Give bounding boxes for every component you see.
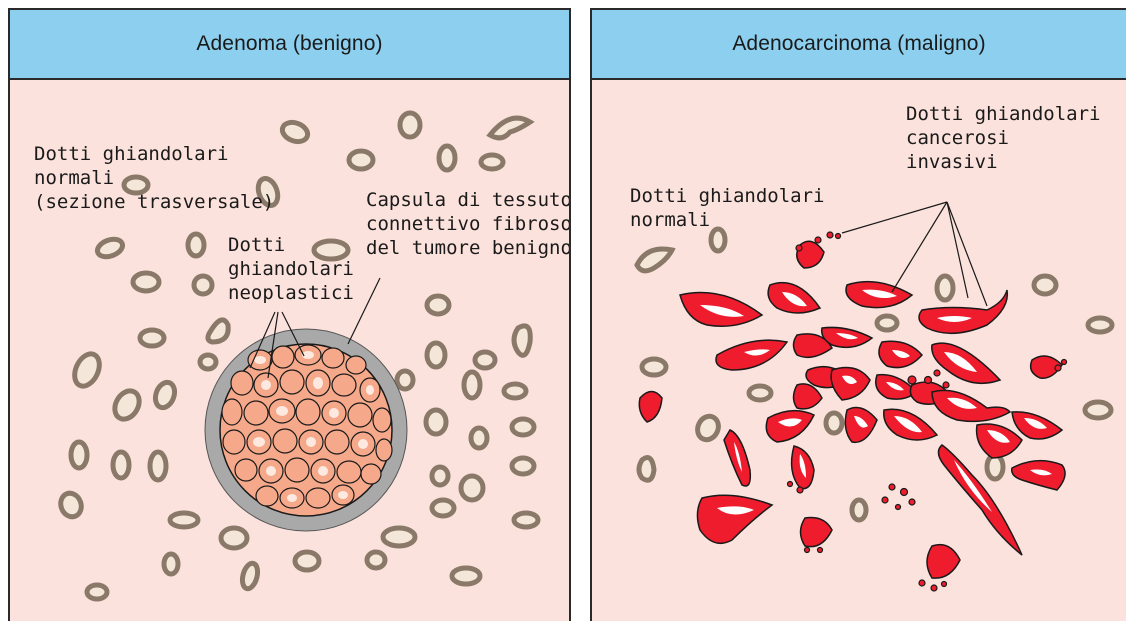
label-normal-ducts-left: Dotti ghiandolari normali (sezione trasv… (34, 142, 274, 214)
label-neoplastic-ducts: Dotti ghiandolari neoplastici (228, 233, 354, 305)
adenoma-panel: Adenoma (benigno) (8, 8, 571, 621)
encapsulated-tumor (205, 329, 407, 531)
label-cancerous-ducts: Dotti ghiandolari cancerosi invasivi (906, 102, 1100, 174)
tumor-cell-fragments (788, 232, 1067, 591)
adenocarcinoma-illustration: Dotti ghiandolari normali Dotti ghiandol… (592, 80, 1126, 621)
label-capsule: Capsula di tessuto connettivo fibroso de… (366, 188, 571, 260)
adenocarcinoma-title: Adenocarcinoma (maligno) (592, 10, 1126, 80)
adenocarcinoma-panel: Adenocarcinoma (maligno) (590, 8, 1126, 621)
adenoma-illustration: Dotti ghiandolari normali (sezione trasv… (10, 80, 569, 621)
adenoma-title: Adenoma (benigno) (10, 10, 569, 80)
invasive-cancer-ducts (639, 241, 1065, 578)
label-normal-ducts-right: Dotti ghiandolari normali (630, 184, 824, 232)
